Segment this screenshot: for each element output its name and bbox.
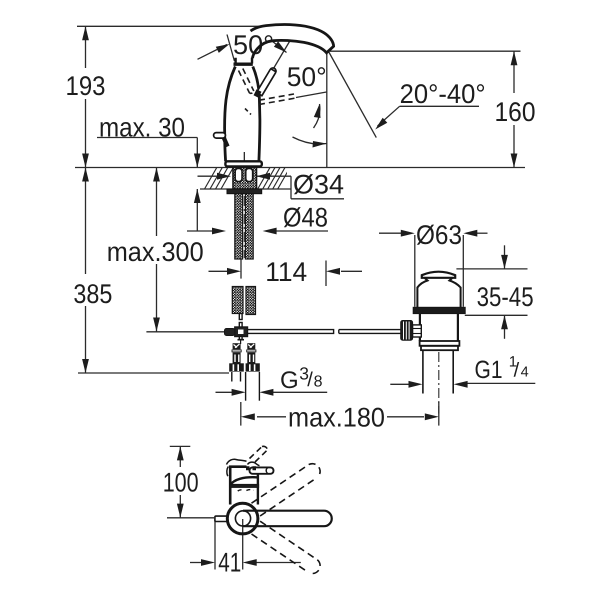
svg-text:4: 4 bbox=[521, 365, 529, 381]
svg-text:max.180: max.180 bbox=[288, 403, 385, 433]
svg-text:Ø48: Ø48 bbox=[283, 203, 328, 233]
svg-text:max. 30: max. 30 bbox=[99, 112, 185, 142]
svg-text:20°-40°: 20°-40° bbox=[400, 79, 486, 109]
svg-text:50°: 50° bbox=[287, 62, 327, 92]
svg-text:385: 385 bbox=[73, 279, 112, 309]
svg-text:1: 1 bbox=[509, 354, 517, 371]
svg-text:G1: G1 bbox=[475, 356, 503, 384]
svg-text:41: 41 bbox=[218, 548, 241, 578]
svg-text:Ø63: Ø63 bbox=[416, 220, 462, 250]
svg-text:/: / bbox=[514, 360, 520, 382]
svg-text:Ø34: Ø34 bbox=[293, 170, 344, 200]
svg-text:193: 193 bbox=[66, 71, 106, 101]
svg-text:114: 114 bbox=[265, 257, 307, 287]
svg-text:160: 160 bbox=[495, 97, 536, 127]
svg-text:/: / bbox=[307, 369, 313, 391]
svg-text:3: 3 bbox=[299, 364, 309, 384]
svg-text:8: 8 bbox=[314, 374, 323, 391]
svg-text:100: 100 bbox=[163, 468, 199, 498]
svg-text:G: G bbox=[280, 367, 299, 394]
svg-text:35-45: 35-45 bbox=[477, 282, 534, 312]
svg-text:max.300: max.300 bbox=[107, 237, 204, 267]
